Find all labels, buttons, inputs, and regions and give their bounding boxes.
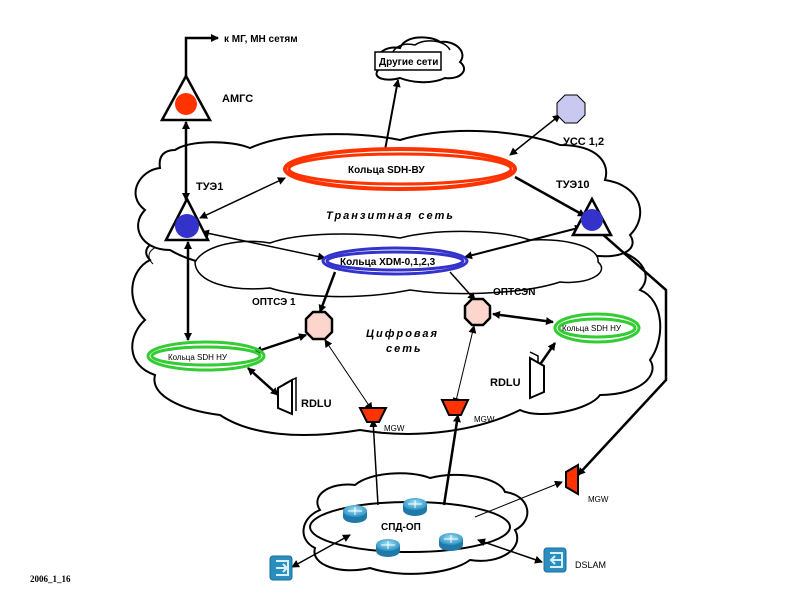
other-networks-label: Другие сети: [379, 57, 438, 68]
optse1-node[interactable]: [304, 310, 334, 341]
mgw-1-label: MGW: [384, 424, 405, 433]
dslam-icon-left[interactable]: [269, 555, 293, 581]
mgw-1[interactable]: [358, 407, 388, 423]
date-label: 2006_1_16: [30, 574, 71, 584]
tue10-node[interactable]: [570, 196, 614, 237]
optseN-label: ОПТСЭN: [493, 287, 536, 298]
uss-label: УСС 1,2: [563, 136, 604, 148]
ring-sdh-nu-left-label: Кольца SDH НУ: [168, 353, 228, 362]
tue1-node[interactable]: [163, 196, 211, 242]
mgw-2[interactable]: [440, 399, 470, 416]
ring-sdh-nu-right: [553, 312, 641, 344]
rdlu-right[interactable]: [529, 351, 545, 400]
tue10-label: ТУЭ10: [556, 179, 589, 191]
router-icon[interactable]: [376, 539, 400, 557]
router-icon[interactable]: [439, 533, 463, 551]
ring-sdh-nu-left: [146, 340, 266, 372]
optseN-node[interactable]: [463, 297, 492, 327]
router-icon[interactable]: [403, 498, 427, 516]
other-networks-box: [374, 51, 442, 71]
amgs-label: АМГС: [222, 93, 253, 105]
uss-node[interactable]: [556, 94, 586, 124]
rdlu-left-label: RDLU: [301, 398, 332, 410]
digital-network-label-1: Цифровая: [366, 328, 439, 340]
optse1-label: ОПТСЭ 1: [252, 297, 296, 308]
tue1-label: ТУЭ1: [196, 181, 223, 193]
rdlu-right-label: RDLU: [490, 377, 521, 389]
connections: [182, 34, 668, 568]
ring-sdh-nu-right-label: Кольца SDH НУ: [562, 324, 622, 333]
mgw-3[interactable]: [565, 463, 579, 496]
transit-network-label: Транзитная сеть: [326, 210, 455, 222]
mgw-2-label: MGW: [474, 415, 495, 424]
dslam-icon[interactable]: [543, 547, 567, 573]
rdlu-left[interactable]: [277, 376, 297, 416]
to-networks-label: к МГ, МН сетям: [224, 34, 298, 45]
amgs-node[interactable]: [159, 73, 213, 122]
ring-xdm: [321, 246, 469, 276]
digital-network-label-2: сеть: [386, 343, 423, 355]
ring-sdh-vu: [283, 147, 517, 191]
ring-xdm-label: Кольца XDM-0,1,2,3: [340, 257, 436, 268]
mgw-3-label: MGW: [588, 495, 609, 504]
dslam-label: DSLAM: [575, 560, 606, 570]
spd-op-label: СПД-ОП: [381, 522, 421, 533]
ring-sdh-vu-label: Кольца SDH-ВУ: [348, 165, 425, 176]
router-icon[interactable]: [343, 505, 367, 523]
